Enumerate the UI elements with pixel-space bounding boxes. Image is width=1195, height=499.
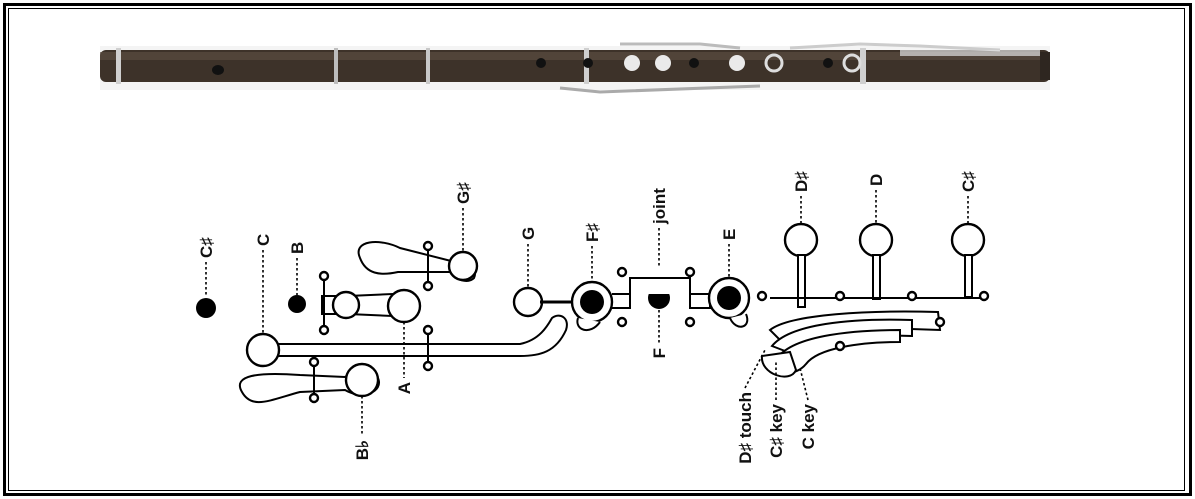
label-b-flat: B♭	[353, 440, 372, 460]
label-d-sharp-touch: D♯ touch	[736, 392, 755, 464]
label-a: A	[395, 382, 414, 394]
label-c-sharp-key: C♯ key	[767, 403, 786, 457]
label-d: D	[867, 174, 886, 186]
flute-photo	[100, 44, 1050, 92]
label-f-sharp: F♯	[583, 223, 602, 242]
label-g-sharp: G♯	[454, 182, 473, 204]
label-g: G	[519, 227, 538, 240]
label-f: F	[650, 348, 669, 358]
label-e: E	[720, 229, 739, 240]
label-joint: joint	[650, 188, 669, 225]
key-drawing	[196, 224, 988, 402]
label-c: C	[254, 234, 273, 246]
label-d-sharp-top: D♯	[792, 171, 811, 192]
label-b: B	[288, 242, 307, 254]
label-c-key: C key	[799, 403, 818, 449]
label-c-sharp-left: C♯	[197, 237, 216, 258]
label-c-sharp-right: C♯	[959, 171, 978, 192]
